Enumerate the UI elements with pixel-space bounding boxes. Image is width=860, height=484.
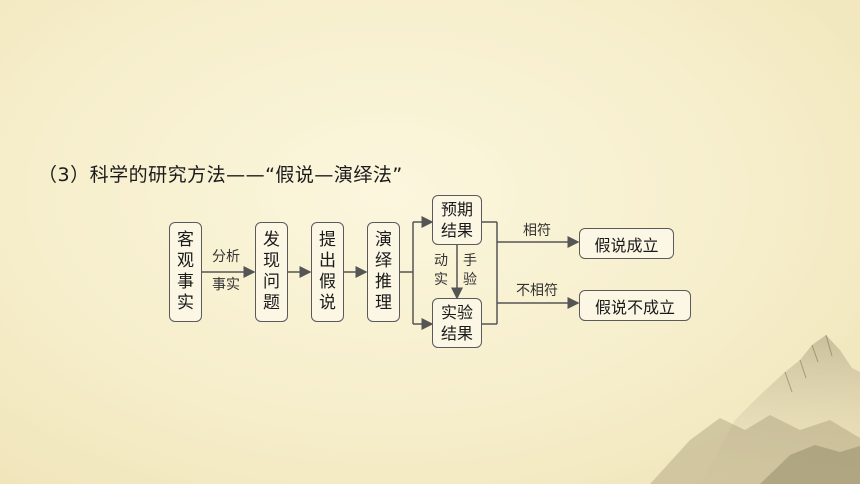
step-find-problem: 发现问题: [255, 222, 288, 322]
label-facts: 事实: [212, 277, 240, 293]
label-analyze: 分析: [212, 249, 240, 265]
step-objective-fact: 客观事实: [169, 222, 202, 322]
predicted-result-box: 预期结果: [432, 195, 482, 245]
label-match: 相符: [523, 223, 551, 239]
hypothesis-true-box: 假说成立: [579, 228, 674, 259]
label-mismatch: 不相符: [516, 283, 558, 299]
label-hands-on-right: 手验: [463, 253, 477, 288]
step-propose-hypothesis: 提出假说: [311, 222, 344, 322]
hypothesis-false-box: 假说不成立: [579, 290, 691, 321]
label-hands-on-left: 动实: [434, 253, 448, 288]
step-deductive-reasoning: 演绎推理: [367, 222, 400, 322]
experiment-result-box: 实验结果: [432, 298, 482, 348]
section-heading: （3）科学的研究方法——“假说—演绎法”: [38, 164, 403, 186]
